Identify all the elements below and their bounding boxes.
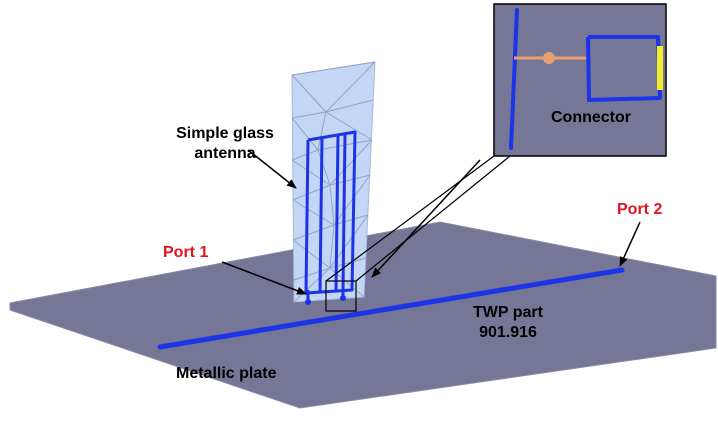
glass-mesh	[291, 61, 376, 303]
plate-label: Metallic plate	[176, 365, 277, 382]
inset-leader-right	[355, 155, 511, 282]
arrow-connector	[371, 159, 481, 278]
arrow-port2	[619, 221, 641, 267]
twp-wire	[157, 267, 625, 350]
connector-bead-icon	[543, 52, 555, 64]
arrow-antenna	[247, 149, 297, 189]
antenna-wires	[304, 130, 357, 302]
arrow-port1	[221, 261, 307, 295]
port2-label: Port 2	[617, 201, 663, 218]
inset-leader-left	[325, 155, 495, 282]
connector-inset	[493, 3, 667, 157]
antenna-label-line2: antenna	[194, 145, 256, 162]
port1-label: Port 1	[163, 244, 209, 261]
twp-label-line2: 901.916	[479, 324, 537, 341]
antenna-label: Simple glass antenna	[160, 124, 290, 164]
connector-marker-box	[325, 280, 357, 312]
twp-label-line1: TWP part	[473, 304, 543, 321]
glass-panel	[291, 61, 376, 303]
twp-label: TWP part 901.916	[438, 303, 578, 343]
port1-feed-point	[305, 299, 311, 305]
connector-feed-point	[340, 295, 346, 301]
connector-label: Connector	[551, 109, 631, 126]
antenna-label-line1: Simple glass	[176, 125, 274, 142]
